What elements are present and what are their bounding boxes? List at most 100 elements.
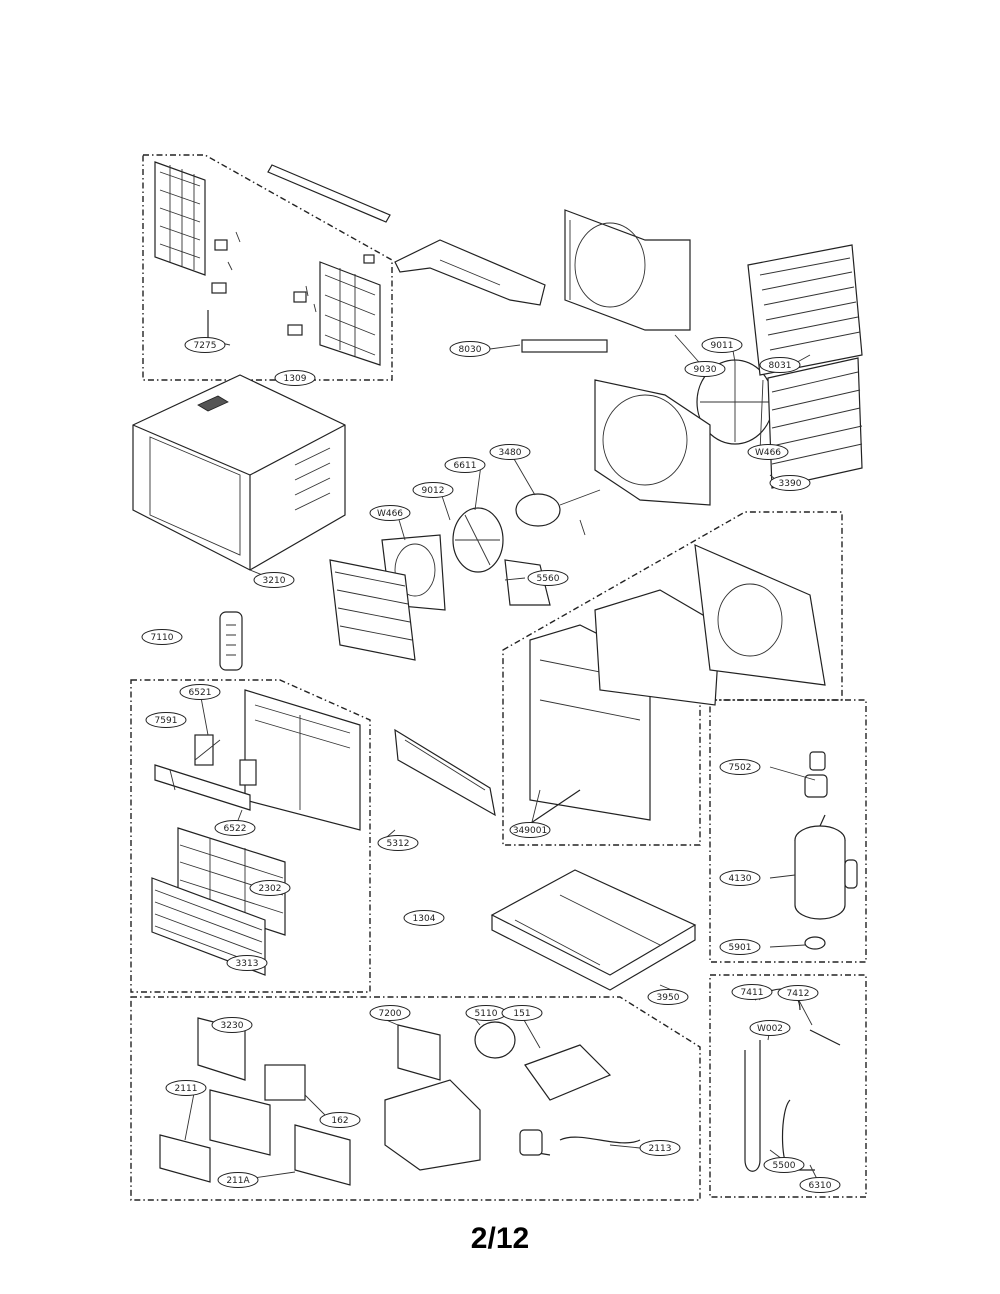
callout-ellipse [647,989,689,1005]
callout-6521: 6521 [179,684,221,700]
control-cover-7591 [154,734,257,811]
callout-label: 2113 [649,1144,672,1154]
callout-ellipse [217,1172,259,1188]
condenser-coil-rear [767,357,863,489]
callout-label: 7110 [151,633,174,643]
callout-label: 8030 [459,345,482,355]
callout-151: 151 [501,1005,543,1021]
group-outline-base-frame [502,511,843,846]
callout-ellipse [777,985,819,1001]
base-bracket-8030 [394,239,608,353]
callout-2111: 2111 [165,1080,207,1096]
callout-labels: 7275130980309030901180313210W46690126611… [141,337,841,1193]
callout-3480: 3480 [489,444,531,460]
callout-ellipse [489,444,531,460]
callout-label: 151 [513,1009,530,1019]
callout-label: 7412 [787,989,810,999]
callout-w466: W466 [369,505,411,521]
callout-label: 3950 [657,993,680,1003]
air-guide [594,589,721,706]
display-cover-7200 [294,1124,351,1186]
orifice-plate [594,379,711,506]
base-pan-3950 [490,869,697,991]
callout-ellipse [249,880,291,896]
callout-7591: 7591 [145,712,187,728]
callout-label: 162 [331,1116,348,1126]
callout-7502: 7502 [719,759,761,775]
callout-ellipse [444,457,486,473]
callout-ellipse [253,572,295,588]
callout-ellipse [141,629,183,645]
group-outline-compressor [709,699,867,963]
callout-label: 2302 [259,884,282,894]
callout-label: 6310 [809,1181,832,1191]
callout-label: 7591 [155,716,178,726]
callout-ellipse [799,1177,841,1193]
callout-label: 8031 [769,361,792,371]
callout-9030: 9030 [684,361,726,377]
callout-ellipse [527,570,569,586]
callout-3950: 3950 [647,989,689,1005]
callout-5110: 5110 [465,1005,507,1021]
callout-ellipse [211,1017,253,1033]
callout-ellipse [319,1112,361,1128]
callout-label: 2111 [175,1084,198,1094]
grommet-5901 [804,936,826,950]
callout-6310: 6310 [799,1177,841,1193]
callout-ellipse [763,1157,805,1173]
callout-label: 5110 [475,1009,498,1019]
callout-label: 5901 [729,943,752,953]
front-grille-3313 [151,877,266,976]
callout-label: 1304 [413,914,436,924]
rail-mounting-kit [154,161,391,366]
callout-ellipse [749,1020,791,1036]
capacitor-w002 [474,1021,516,1059]
callout-ellipse [369,1005,411,1021]
cover-plate-5500 [524,1044,612,1101]
condenser-shroud-9030 [564,209,691,331]
group-outline-electrical [130,996,701,1201]
overload-protector-7502 [804,751,828,798]
callout-5312: 5312 [377,835,419,851]
callout-label: 6611 [454,461,477,471]
callout-349001: 349001 [509,822,551,838]
callout-label: 211A [226,1176,250,1186]
callout-ellipse [449,341,491,357]
evaporator-blower-9012 [452,507,504,573]
callout-ellipse [719,870,761,886]
callout-3230: 3230 [211,1017,253,1033]
callout-5500: 5500 [763,1157,805,1173]
callout-ellipse [719,939,761,955]
callout-7200: 7200 [369,1005,411,1021]
callout-label: 9011 [711,341,734,351]
callout-label: 4130 [729,874,752,884]
callout-ellipse [179,684,221,700]
callout-label: W466 [755,448,781,458]
callout-211a: 211A [217,1172,259,1188]
callout-w002: W002 [749,1020,791,1036]
callout-5560: 5560 [527,570,569,586]
callout-ellipse [509,822,551,838]
callout-ellipse [184,337,226,353]
condenser-housing [694,544,826,686]
callout-label: 3313 [236,959,259,969]
callout-9011: 9011 [701,337,743,353]
callout-3313: 3313 [226,955,268,971]
callout-162: 162 [319,1112,361,1128]
group-outline-tubing [709,974,867,1198]
callout-label: 7502 [729,763,752,773]
drain-rail-5312 [394,728,496,817]
callout-9012: 9012 [412,482,454,498]
group-outline-front-panel [130,679,371,993]
callout-2113: 2113 [639,1140,681,1156]
callout-8030: 8030 [449,341,491,357]
callout-ellipse [403,910,445,926]
compressor-4130 [794,814,858,920]
callout-ellipse [274,370,316,386]
callout-label: 6521 [189,688,212,698]
keypad-6310 [159,1134,211,1183]
callout-5901: 5901 [719,939,761,955]
callout-ellipse [701,337,743,353]
callout-1304: 1304 [403,910,445,926]
refrigerant-tubing [744,988,841,1172]
